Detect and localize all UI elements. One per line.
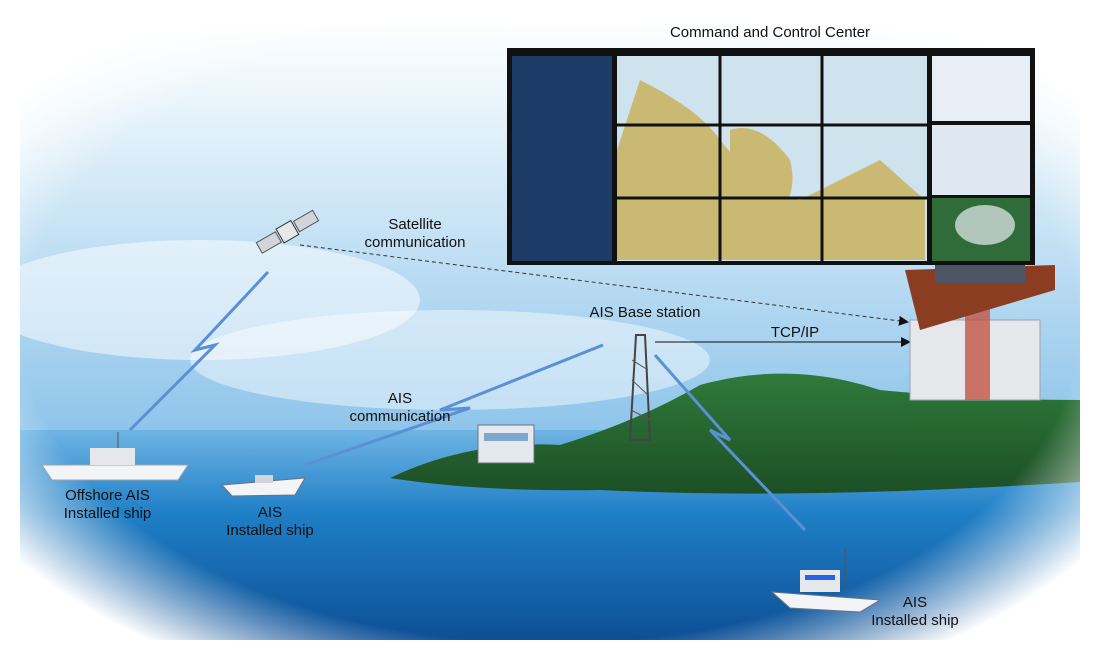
patrol-ship-icon: [770, 548, 882, 613]
satellite-radio-link: [128, 270, 270, 432]
ais-base-station-tower-icon: [628, 334, 652, 441]
label-line: Offshore AIS: [65, 487, 150, 504]
label-line: Installed ship: [871, 612, 959, 629]
fishing-ship-icon: [220, 475, 306, 497]
offshore-ship-icon: [41, 432, 189, 481]
ais-radio-link: [304, 343, 604, 467]
command-center-title: Command and Control Center: [669, 24, 871, 41]
label-line: communication: [364, 234, 466, 251]
label-line: AIS: [257, 504, 283, 521]
ais-radio-link-2: [653, 354, 807, 532]
label-line: AIS: [902, 594, 928, 611]
control-center-video-wall: [507, 48, 1035, 265]
coastal-station-icon: [477, 424, 535, 464]
label-line: communication: [349, 408, 451, 425]
control-center-building-icon: [905, 265, 1055, 401]
label-line: AIS: [387, 390, 413, 407]
satellite-icon: [255, 209, 320, 254]
label-line: Installed ship: [63, 505, 152, 522]
label-line: Satellite: [388, 216, 442, 233]
ais-base-station-label: AIS Base station: [589, 304, 701, 321]
label-line: Installed ship: [226, 522, 314, 539]
tcpip-label: TCP/IP: [770, 324, 820, 341]
